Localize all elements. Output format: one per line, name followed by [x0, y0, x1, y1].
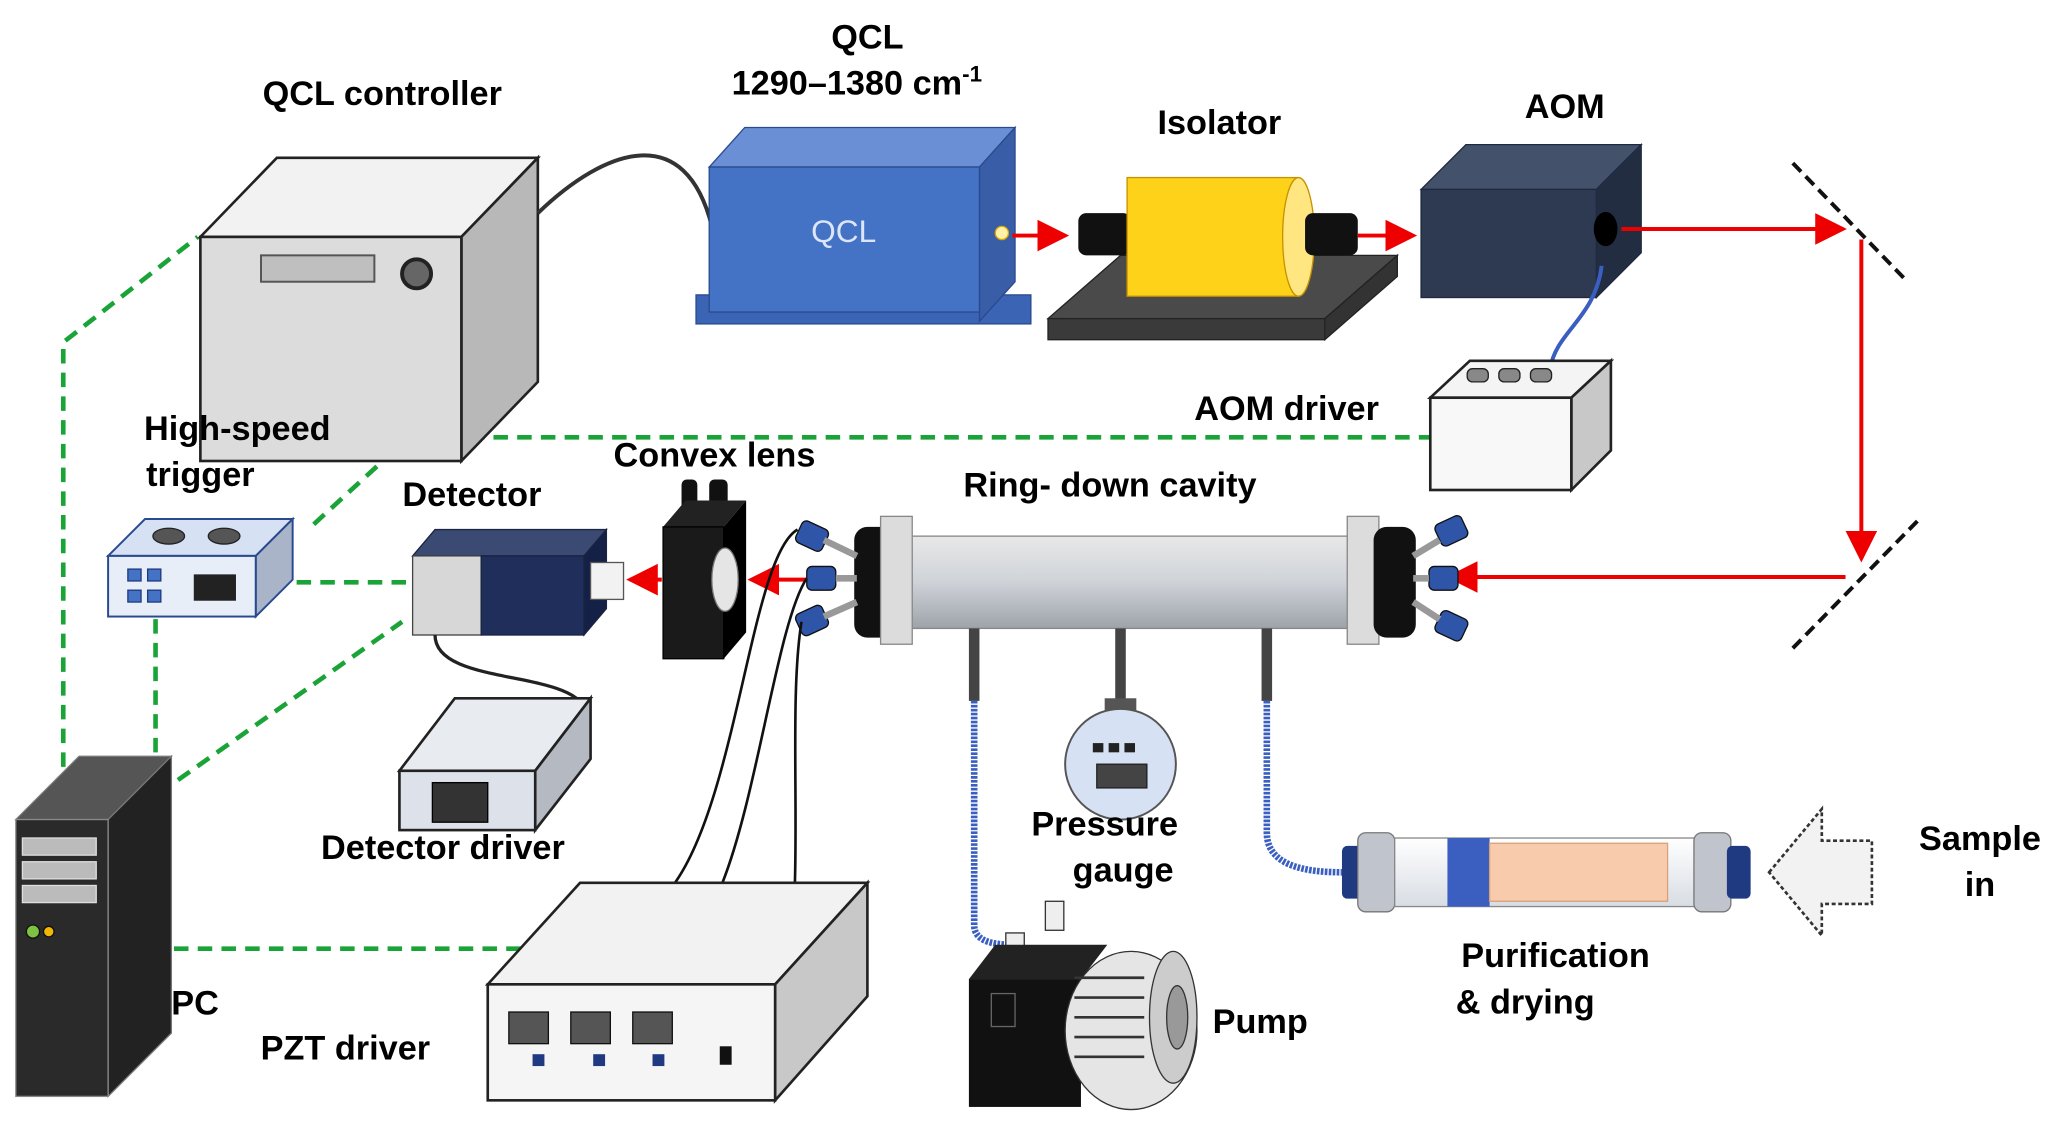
ring-down-cavity: [794, 515, 1469, 701]
label-pc: PC: [171, 985, 219, 1023]
aom-cable: [1548, 265, 1604, 370]
label-sample-1: Sample: [1919, 820, 2041, 858]
label-detector-driver: Detector driver: [321, 829, 565, 867]
tube-to-purifier: [1263, 700, 1342, 876]
mirror-top: [1791, 161, 1907, 281]
label-detector: Detector: [402, 476, 541, 514]
label-pressure-1: Pressure: [1031, 805, 1178, 843]
qcl-box-label: QCL: [811, 213, 876, 249]
label-pump: Pump: [1213, 1003, 1308, 1041]
pzt-driver: [484, 879, 871, 1104]
link-pc-detector: [176, 619, 404, 782]
label-qcl-title: QCL: [831, 18, 903, 56]
pzt-wire-2: [721, 577, 808, 884]
label-sample-2: in: [1965, 866, 1995, 904]
detector: [411, 527, 625, 637]
label-pressure-2: gauge: [1073, 852, 1174, 890]
label-pzt-driver: PZT driver: [261, 1029, 430, 1067]
vacuum-pump: [968, 900, 1198, 1111]
qcl-laser: [695, 125, 1032, 325]
pc-tower: [14, 754, 173, 1098]
qcl-controller: [197, 154, 541, 465]
qcl-cable: [536, 153, 714, 227]
sample-in-arrow-icon: [1767, 805, 1874, 940]
label-isolator: Isolator: [1157, 104, 1281, 142]
qcl-range-sup: -1: [962, 61, 982, 86]
pzt-wire-1: [673, 528, 799, 884]
knob-icon: [400, 257, 434, 291]
aom-driver: [1426, 357, 1615, 494]
label-purification-2: & drying: [1456, 983, 1595, 1021]
label-purification-1: Purification: [1461, 937, 1649, 975]
tube-to-pump: [970, 700, 1018, 949]
label-aom: AOM: [1525, 88, 1605, 126]
link-pc-qcl-controller: [60, 235, 200, 767]
label-high-speed-1: High-speed: [144, 410, 331, 448]
convex-lens: [662, 479, 747, 660]
mirror-bottom: [1791, 514, 1924, 650]
detector-driver: [396, 694, 594, 834]
label-high-speed-2: trigger: [146, 456, 255, 494]
display-window: [260, 254, 376, 283]
pressure-gauge: [1064, 698, 1177, 821]
aom: [1419, 143, 1643, 300]
high-speed-trigger: [105, 516, 296, 619]
purification-tube: [1341, 832, 1751, 913]
pzt-mounts-left: [794, 520, 859, 637]
label-ring-down-cavity: Ring- down cavity: [963, 467, 1256, 505]
label-qcl-range: 1290–1380 cm-1: [732, 61, 983, 102]
pzt-wire-3: [793, 621, 803, 883]
pzt-mounts-right: [1411, 515, 1469, 642]
label-qcl-controller: QCL controller: [263, 75, 502, 113]
qcl-range-text: 1290–1380 cm: [732, 65, 963, 103]
label-convex-lens: Convex lens: [614, 436, 816, 474]
isolator: [1046, 176, 1400, 342]
label-aom-driver: AOM driver: [1194, 390, 1379, 428]
